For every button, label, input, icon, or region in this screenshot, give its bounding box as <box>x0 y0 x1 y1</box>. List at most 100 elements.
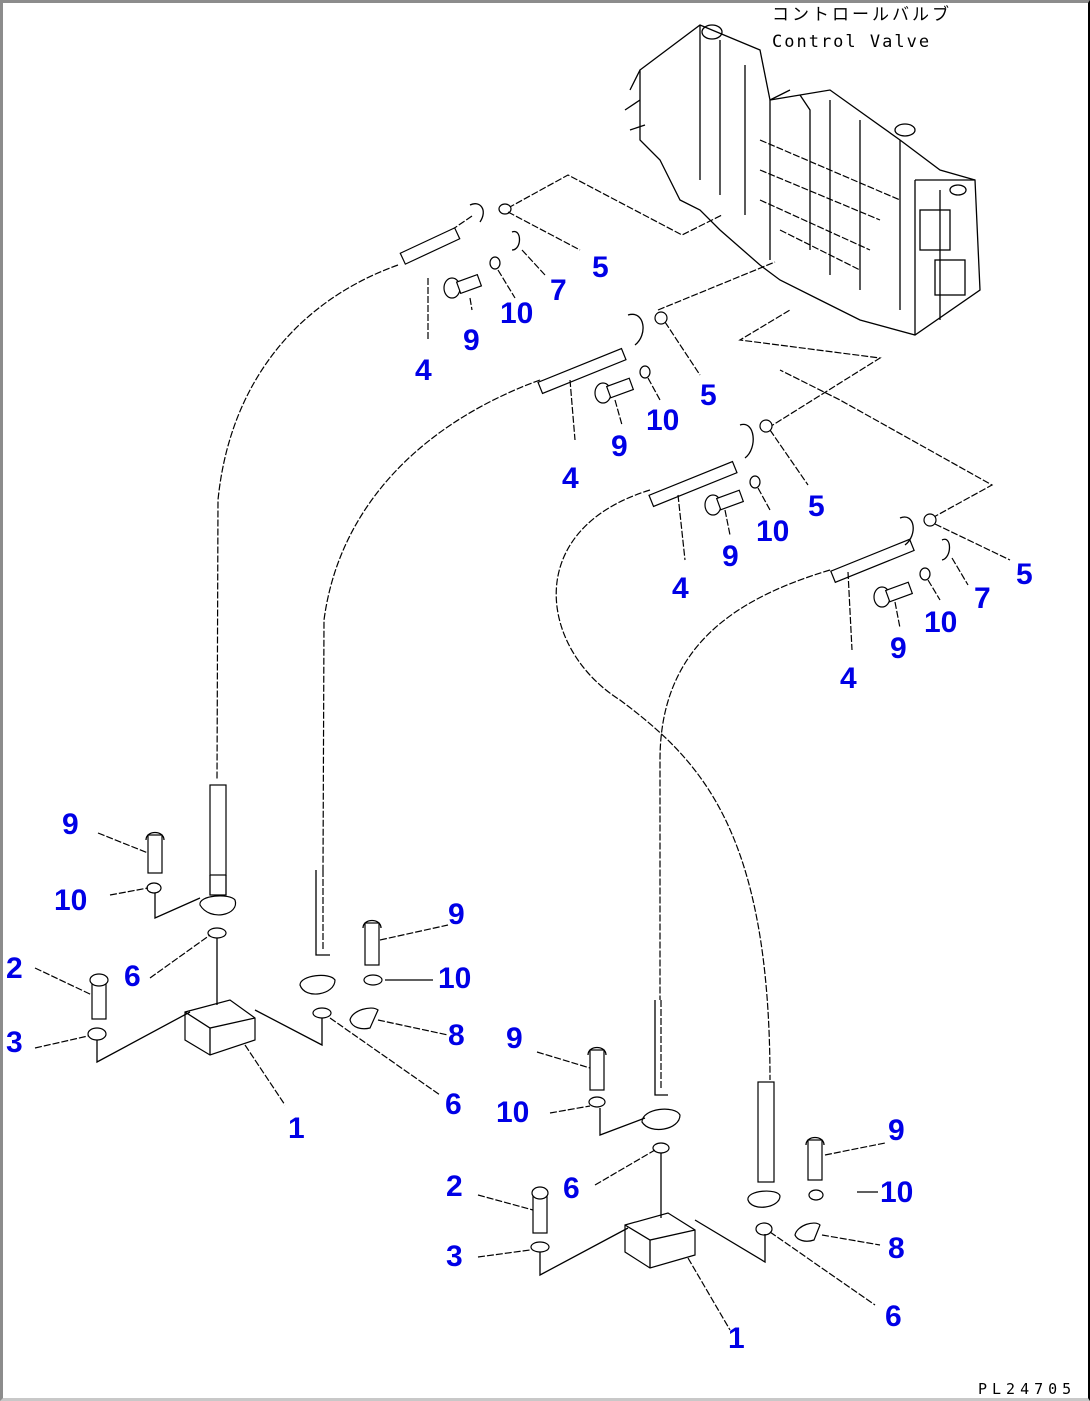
callout-bolt: 9 <box>611 430 628 463</box>
callout-bolt: 9 <box>722 540 739 573</box>
callout-pipe: 4 <box>562 462 579 495</box>
flange <box>299 974 336 995</box>
title-english: Control Valve <box>772 32 931 52</box>
bolt <box>362 919 382 966</box>
callout-pipe: 4 <box>672 572 689 605</box>
bolt <box>145 831 165 874</box>
bolt <box>587 1046 607 1091</box>
callout-o-ring: 5 <box>808 490 825 523</box>
washer <box>363 974 383 986</box>
bolt <box>443 273 483 299</box>
o-ring <box>312 1007 332 1019</box>
callout-pipe: 4 <box>840 662 857 695</box>
washer <box>639 365 651 379</box>
washer <box>489 256 501 270</box>
washer <box>808 1189 824 1201</box>
callout-washer: 10 <box>496 1096 529 1129</box>
callout-clamp: 8 <box>448 1019 465 1052</box>
flange <box>469 203 484 223</box>
callout-washer: 10 <box>880 1176 913 1209</box>
washer <box>530 1241 550 1253</box>
hose-4 <box>659 569 831 1000</box>
control-valve <box>624 24 981 336</box>
bolt <box>89 973 109 1020</box>
callout-washer-block: 3 <box>446 1240 463 1273</box>
callout-pipe: 4 <box>415 354 432 387</box>
callout-o-ring: 6 <box>563 1172 580 1205</box>
callout-bolt-block: 2 <box>6 952 23 985</box>
pipe-ends <box>209 784 775 1183</box>
clamp <box>349 1007 379 1030</box>
callout-o-ring: 5 <box>592 251 609 284</box>
callout-bolt: 9 <box>463 324 480 357</box>
pipe-fitting <box>648 460 738 508</box>
flange <box>199 895 237 916</box>
title-japanese: コントロールバルブ <box>772 4 952 25</box>
tube-end <box>209 784 227 876</box>
callout-bolt: 9 <box>506 1022 523 1055</box>
pipe-fitting <box>399 227 461 265</box>
hose-3 <box>555 489 771 1081</box>
o-ring <box>652 1142 670 1154</box>
pipe-group-2 <box>537 311 701 441</box>
right-block-assembly <box>477 1046 886 1331</box>
callout-block: 1 <box>288 1112 305 1145</box>
callout-washer: 10 <box>924 606 957 639</box>
hose-2 <box>322 379 541 871</box>
flange <box>627 313 644 346</box>
callout-bolt-block: 2 <box>446 1170 463 1203</box>
pipe-group-1 <box>399 203 581 340</box>
callout-bolt: 9 <box>448 898 465 931</box>
callout-block: 1 <box>728 1322 745 1355</box>
pipe-fitting <box>830 538 915 584</box>
bolt <box>805 1136 825 1181</box>
bolt <box>531 1186 549 1234</box>
flange <box>747 1190 781 1208</box>
tube-end <box>757 1081 775 1183</box>
callout-o-ring: 6 <box>445 1088 462 1121</box>
callout-o-ring: 5 <box>1016 558 1033 591</box>
callout-clip: 7 <box>550 274 567 307</box>
o-ring <box>759 419 773 433</box>
bolt <box>873 581 914 608</box>
flange <box>739 423 754 459</box>
callout-clip: 7 <box>974 582 991 615</box>
callout-bolt: 9 <box>62 808 79 841</box>
drawing-code: PL24705 <box>978 1380 1076 1398</box>
callout-bolt: 9 <box>890 632 907 665</box>
callout-o-ring: 5 <box>700 379 717 412</box>
bolt <box>594 377 635 404</box>
block <box>184 999 256 1056</box>
callout-washer: 10 <box>54 884 87 917</box>
clamp <box>794 1222 821 1242</box>
pipe-group-4 <box>830 513 1011 651</box>
left-block-assembly <box>34 831 449 1106</box>
o-ring <box>755 1222 773 1236</box>
o-ring <box>923 513 937 527</box>
flange <box>641 1108 681 1131</box>
callout-clamp: 8 <box>888 1232 905 1265</box>
washer <box>749 475 761 489</box>
callout-washer: 10 <box>438 962 471 995</box>
callout-bolt: 9 <box>888 1114 905 1147</box>
callout-washer-block: 3 <box>6 1026 23 1059</box>
pipe-group-3 <box>648 419 809 561</box>
callout-washer: 10 <box>756 515 789 548</box>
hose-1 <box>216 264 399 781</box>
valve-connection-lines <box>507 174 994 519</box>
pipe-fitting <box>537 347 627 395</box>
hoses <box>216 264 831 1081</box>
washer <box>87 1027 107 1041</box>
callout-washer: 10 <box>646 404 679 437</box>
washer <box>919 567 931 581</box>
callout-washer: 10 <box>500 297 533 330</box>
block <box>624 1212 696 1269</box>
callout-o-ring: 6 <box>885 1300 902 1333</box>
bolt <box>704 489 745 516</box>
flange <box>899 516 914 546</box>
washer <box>588 1096 606 1108</box>
washer <box>146 882 162 894</box>
o-ring <box>654 311 668 325</box>
